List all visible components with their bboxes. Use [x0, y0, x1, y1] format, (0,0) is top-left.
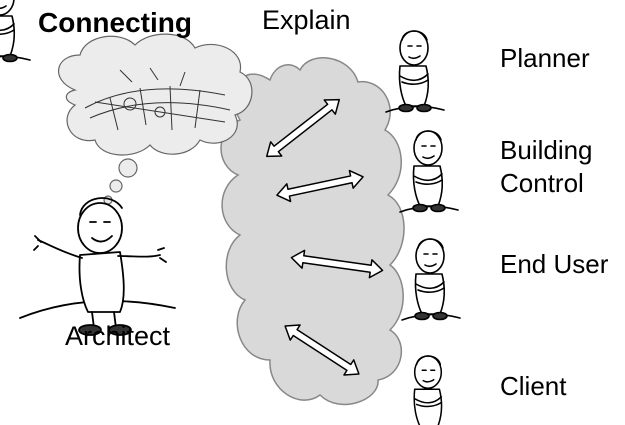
sketch-plan-icon	[84, 67, 231, 131]
stakeholder-label-line: Client	[500, 371, 567, 401]
thought-bubble-icon	[57, 33, 253, 205]
stakeholder-label-building-control: Building Control	[500, 134, 593, 199]
explain-cloud	[220, 57, 405, 406]
stakeholder-label-client: Client	[500, 372, 566, 401]
cloud-label: Explain	[262, 5, 351, 35]
double-arrow-icon	[266, 98, 384, 376]
stakeholder-label-line: Planner	[500, 43, 590, 73]
stakeholder-label-end-user: End User	[500, 250, 608, 279]
stakeholder-label-line: Control	[500, 167, 584, 198]
stakeholder-label-planner: Planner	[500, 44, 590, 73]
stakeholder-label-line: Building	[500, 135, 593, 165]
stakeholder-figure-icon	[0, 0, 31, 63]
architect-figure-icon	[19, 197, 176, 336]
diagram-title: Connecting	[38, 7, 192, 38]
architect-label: Architect	[65, 321, 171, 351]
stakeholder-label-line: End User	[500, 249, 609, 279]
